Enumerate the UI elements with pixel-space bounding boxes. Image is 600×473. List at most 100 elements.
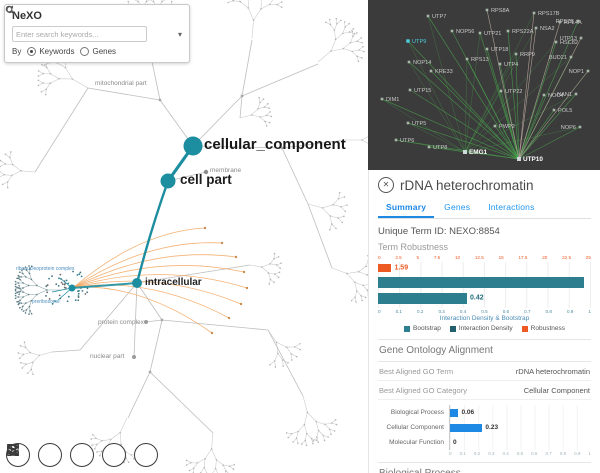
node-cell-part[interactable]: [160, 173, 176, 189]
gene-node-RPS8A[interactable]: [485, 8, 489, 12]
gene-label-UTP15[interactable]: UTP15: [414, 88, 431, 94]
gene-label-UTP18[interactable]: UTP18: [491, 47, 508, 53]
gene-node-NOP1[interactable]: [586, 69, 590, 73]
tree-label-ribonucleoprotein-complex[interactable]: ribonucleoprotein complex: [16, 266, 75, 272]
gene-label-KRE33[interactable]: KRE33: [435, 69, 453, 75]
gene-label-RPS22A[interactable]: RPS22A: [512, 29, 534, 35]
gene-label-UTP7[interactable]: UTP7: [432, 14, 446, 20]
gene-node-UTP10[interactable]: [517, 157, 521, 161]
gene-node-UTP5[interactable]: [406, 121, 410, 125]
gene-node-UTP21[interactable]: [478, 31, 482, 35]
genes-radio[interactable]: [80, 47, 90, 56]
gene-label-UTP10[interactable]: UTP10: [523, 156, 543, 163]
gene-label-RRP9[interactable]: RRP9: [520, 52, 535, 58]
node-cellular-component[interactable]: [183, 136, 203, 156]
gene-node-HSC82[interactable]: [554, 40, 558, 44]
tree-label-nuclear-part[interactable]: nuclear part: [90, 353, 125, 360]
layers-button[interactable]: [7, 443, 158, 467]
gene-network-pane[interactable]: UTP7 RPS8A RPS17B RPS7B UTP9 NOP56 UTP21 RPS22A…: [368, 0, 600, 170]
search-icon[interactable]: [5, 5, 161, 40]
reset-search-icon[interactable]: [6, 5, 175, 40]
node-intracellular[interactable]: [132, 278, 142, 288]
tree-label-intracellular[interactable]: intracellular: [145, 277, 202, 288]
gene-node-RPS13[interactable]: [465, 57, 469, 61]
gene-node-UTP4[interactable]: [498, 62, 502, 66]
gene-node-RPS7B[interactable]: [576, 19, 580, 23]
gene-node-PWP2[interactable]: [493, 124, 497, 128]
gene-node-UTP6[interactable]: [394, 138, 398, 142]
gene-node-NOP6[interactable]: [578, 125, 582, 129]
tab-interactions[interactable]: Interactions: [488, 202, 535, 212]
tree-label-cellular-component[interactable]: cellular_component: [204, 136, 346, 153]
gene-label-EMG1[interactable]: EMG1: [469, 149, 488, 156]
gene-node-POL5[interactable]: [552, 108, 556, 112]
gene-node-RPL4A[interactable]: [558, 20, 562, 24]
gene-label-RPS13[interactable]: RPS13: [471, 57, 489, 63]
gene-label-RPL4A[interactable]: RPL4A: [564, 20, 582, 26]
gene-label-NSA2[interactable]: NSA2: [540, 26, 555, 32]
gene-node-KRE33[interactable]: [429, 69, 433, 73]
tab-genes[interactable]: Genes: [444, 202, 471, 212]
gene-node-UTP18[interactable]: [485, 47, 489, 51]
gene-label-BUD21[interactable]: BUD21: [549, 55, 567, 61]
gene-node-UTP9[interactable]: [406, 39, 410, 43]
gene-node-EMG1[interactable]: [463, 150, 467, 154]
gene-label-NOP1[interactable]: NOP1: [569, 69, 584, 75]
gene-label-HSC82[interactable]: HSC82: [560, 40, 578, 46]
tab-summary[interactable]: Summary: [378, 199, 435, 218]
gene-label-UTP6[interactable]: UTP6: [400, 138, 414, 144]
gene-node-UTP8[interactable]: [427, 145, 431, 149]
gene-label-UTP8[interactable]: UTP8: [433, 145, 447, 151]
search-mode-keywords[interactable]: Keywords: [27, 47, 74, 56]
search-options-caret-icon[interactable]: ▾: [177, 29, 182, 39]
tree-label-preribosome[interactable]: preribosome: [32, 299, 60, 305]
gene-node-NOP56[interactable]: [450, 29, 454, 33]
gene-node-NSA2[interactable]: [534, 26, 538, 30]
gene-node-NOP14[interactable]: [407, 60, 411, 64]
gene-node-NAN1[interactable]: [574, 92, 578, 96]
gene-node-UTP7[interactable]: [426, 14, 430, 18]
collapse-button[interactable]: [7, 443, 126, 467]
gene-label-UTP13[interactable]: UTP13: [560, 36, 577, 42]
gene-label-RPS7B[interactable]: RPS7B: [556, 19, 575, 25]
gene-network-canvas[interactable]: UTP7 RPS8A RPS17B RPS7B UTP9 NOP56 UTP21 RPS22A…: [368, 0, 600, 170]
search-input[interactable]: [12, 26, 147, 42]
zoom-out-button[interactable]: [7, 443, 62, 467]
tree-label-mitochondrial-part[interactable]: mitochondrial part: [95, 80, 147, 87]
gene-label-RPS8A[interactable]: RPS8A: [491, 8, 510, 14]
gene-label-PWP2[interactable]: PWP2: [499, 124, 515, 130]
gene-node-DIM1[interactable]: [380, 97, 384, 101]
gene-node-RRP9[interactable]: [514, 52, 518, 56]
ontology-tree-pane[interactable]: cellular_component cell part intracellul…: [0, 0, 368, 473]
gene-label-NOP6[interactable]: NOP6: [561, 125, 576, 131]
keywords-radio[interactable]: [27, 47, 37, 56]
go-term-row: Best Aligned GO Term rDNA heterochromati…: [378, 362, 591, 381]
search-mode-genes[interactable]: Genes: [80, 47, 116, 56]
tree-label-protein-complex[interactable]: protein complex: [98, 319, 144, 326]
node-selected-cluster[interactable]: [68, 284, 76, 292]
gene-label-RPS17B[interactable]: RPS17B: [538, 11, 560, 17]
gene-node-RPS22A[interactable]: [506, 29, 510, 33]
gene-label-UTP5[interactable]: UTP5: [412, 121, 426, 127]
gene-label-UTP22[interactable]: UTP22: [505, 89, 522, 95]
gene-label-POL5[interactable]: POL5: [558, 108, 572, 114]
fit-view-button[interactable]: [7, 443, 94, 467]
gene-node-UTP13[interactable]: [579, 36, 583, 40]
gene-node-UTP22[interactable]: [499, 89, 503, 93]
gene-label-UTP21[interactable]: UTP21: [484, 31, 501, 37]
gene-node-BUD21[interactable]: [569, 55, 573, 59]
gene-label-NOP14[interactable]: NOP14: [413, 60, 431, 66]
ontology-tree-canvas[interactable]: [0, 0, 368, 473]
gene-label-UTP4[interactable]: UTP4: [504, 62, 518, 68]
gene-label-NOC4[interactable]: NOC4: [548, 93, 564, 99]
gene-node-UTP15[interactable]: [408, 88, 412, 92]
gene-label-NOP56[interactable]: NOP56: [456, 29, 474, 35]
gene-label-NAN1[interactable]: NAN1: [557, 92, 572, 98]
gene-label-DIM1[interactable]: DIM1: [386, 97, 399, 103]
tree-label-cell-part[interactable]: cell part: [180, 172, 232, 187]
gene-node-RPS17B[interactable]: [532, 11, 536, 15]
gene-node-NOC4[interactable]: [542, 93, 546, 97]
tree-label-membrane[interactable]: membrane: [210, 167, 242, 174]
gene-label-UTP9[interactable]: UTP9: [412, 39, 426, 45]
close-button[interactable]: ✕: [378, 177, 394, 193]
